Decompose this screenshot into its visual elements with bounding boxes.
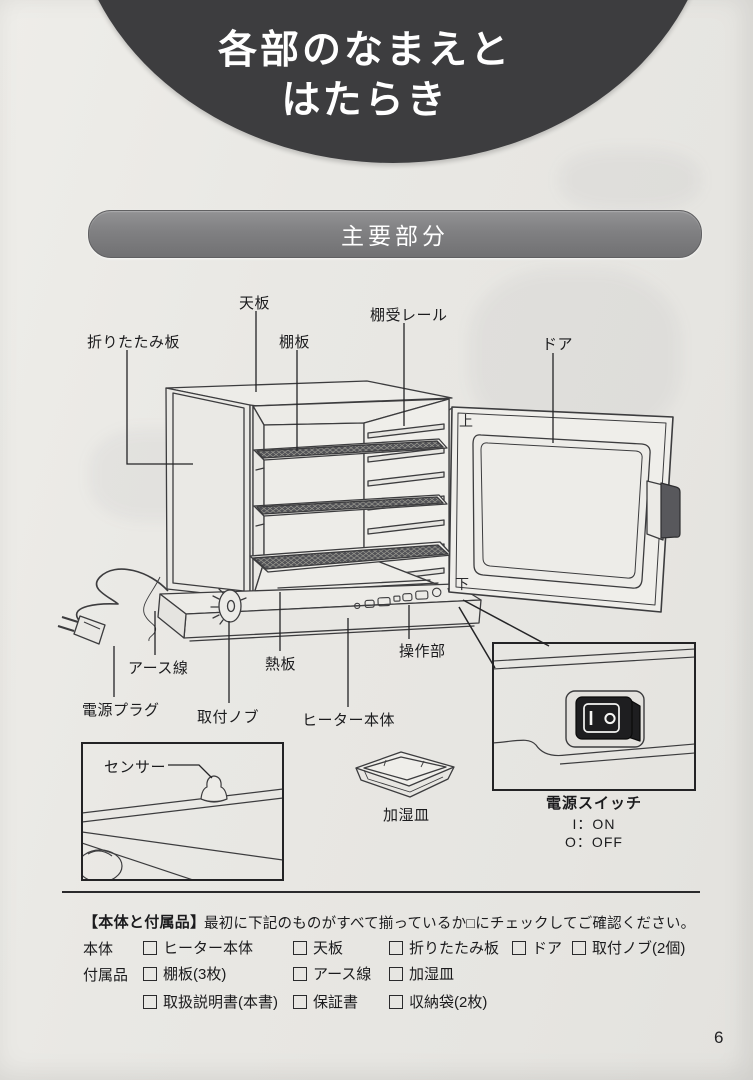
checklist-item: ヒーター本体 bbox=[143, 937, 253, 958]
section-divider bbox=[62, 891, 700, 893]
checklist-item-label: 取付ノブ(2個) bbox=[592, 940, 686, 957]
checklist-item-label: 加湿皿 bbox=[409, 966, 455, 983]
checkbox-icon bbox=[512, 940, 526, 955]
checklist-category-accessories: 付属品 bbox=[83, 967, 129, 984]
checkbox-icon bbox=[143, 966, 157, 981]
switch-inset-drawing bbox=[492, 642, 696, 791]
checkbox-icon bbox=[143, 940, 157, 955]
checkbox-icon bbox=[389, 994, 403, 1009]
checklist-item-label: 天板 bbox=[313, 940, 344, 957]
checklist-item: 天板 bbox=[293, 937, 343, 958]
checklist-category-body: 本体 bbox=[83, 941, 114, 958]
label-folding-plate: 折りたたみ板 bbox=[87, 334, 181, 351]
checkbox-icon bbox=[572, 940, 586, 955]
label-shelf-rail: 棚受レール bbox=[370, 307, 448, 324]
label-top-plate: 天板 bbox=[239, 295, 271, 312]
power-cord-drawing bbox=[57, 568, 169, 645]
checkbox-icon bbox=[293, 994, 307, 1009]
paper-showthrough bbox=[560, 150, 700, 210]
checklist-item: 取扱説明書(本書) bbox=[143, 991, 278, 1012]
cabinet-drawing bbox=[157, 380, 482, 642]
label-mounting-knob: 取付ノブ bbox=[197, 709, 260, 726]
page-title-line2: はたらき bbox=[281, 79, 449, 122]
label-heater-body: ヒーター本体 bbox=[302, 712, 396, 729]
section-banner-text: 主要部分 bbox=[341, 223, 449, 249]
power-switch-label: 電源スイッチ bbox=[545, 795, 642, 812]
checklist-item-label: ヒーター本体 bbox=[163, 940, 254, 957]
checklist-item: 折りたたみ板 bbox=[389, 937, 499, 958]
checklist-item-label: 棚板(3枚) bbox=[163, 966, 227, 983]
checklist-item-label: 収納袋(2枚) bbox=[409, 994, 488, 1011]
label-control-panel: 操作部 bbox=[399, 643, 446, 660]
label-shelf-board: 棚板 bbox=[279, 334, 311, 351]
checklist-item-label: 保証書 bbox=[313, 994, 359, 1011]
power-switch-off-text: O：OFF bbox=[565, 834, 623, 850]
power-switch-on-text: I：ON bbox=[572, 816, 616, 832]
checklist-item-label: アース線 bbox=[313, 966, 372, 983]
checklist-item: 取付ノブ(2個) bbox=[572, 937, 685, 958]
checklist-item: 加湿皿 bbox=[389, 963, 454, 984]
checkbox-icon bbox=[389, 966, 403, 981]
door-bottom-mark: 下 bbox=[455, 576, 469, 592]
door-drawing: 上 下 bbox=[447, 406, 681, 613]
switch-off-glyph bbox=[604, 712, 616, 725]
switch-callout-lines bbox=[458, 599, 550, 669]
checklist-instruction: 最初に下記のものがすべて揃っているか□にチェックしてご確認ください。 bbox=[204, 916, 696, 932]
checkbox-icon bbox=[293, 940, 307, 955]
sensor-inset-drawing bbox=[81, 742, 284, 881]
checklist-item: アース線 bbox=[293, 963, 371, 984]
label-sensor: センサー bbox=[104, 759, 167, 776]
checklist-item: 保証書 bbox=[293, 991, 358, 1012]
page-title-line1: 各部のなまえと bbox=[217, 29, 512, 72]
checklist-item: 棚板(3枚) bbox=[143, 963, 226, 984]
checklist-heading: 【本体と付属品】 bbox=[83, 914, 206, 931]
checklist-item: ドア bbox=[512, 937, 562, 958]
checkbox-icon bbox=[293, 966, 307, 981]
tray-drawing bbox=[355, 751, 455, 798]
checklist-item: 収納袋(2枚) bbox=[389, 991, 487, 1012]
label-humidify-tray: 加湿皿 bbox=[383, 807, 430, 824]
sensor-leader-line bbox=[168, 764, 213, 779]
checkbox-icon bbox=[389, 940, 403, 955]
label-power-plug: 電源プラグ bbox=[82, 702, 160, 719]
checklist-item-label: 折りたたみ板 bbox=[409, 940, 500, 957]
door-top-mark: 上 bbox=[459, 413, 473, 429]
page-title: 各部のなまえと はたらき bbox=[65, 26, 665, 126]
checklist-item-label: ドア bbox=[532, 940, 563, 957]
label-door: ドア bbox=[542, 336, 574, 353]
checkbox-icon bbox=[143, 994, 157, 1009]
section-banner: 主要部分 bbox=[88, 210, 702, 258]
leader-lines bbox=[113, 311, 554, 707]
label-heat-plate: 熱板 bbox=[265, 656, 297, 673]
page-number: 6 bbox=[714, 1028, 724, 1047]
checklist-item-label: 取扱説明書(本書) bbox=[163, 994, 278, 1011]
label-earth-wire: アース線 bbox=[128, 660, 189, 677]
